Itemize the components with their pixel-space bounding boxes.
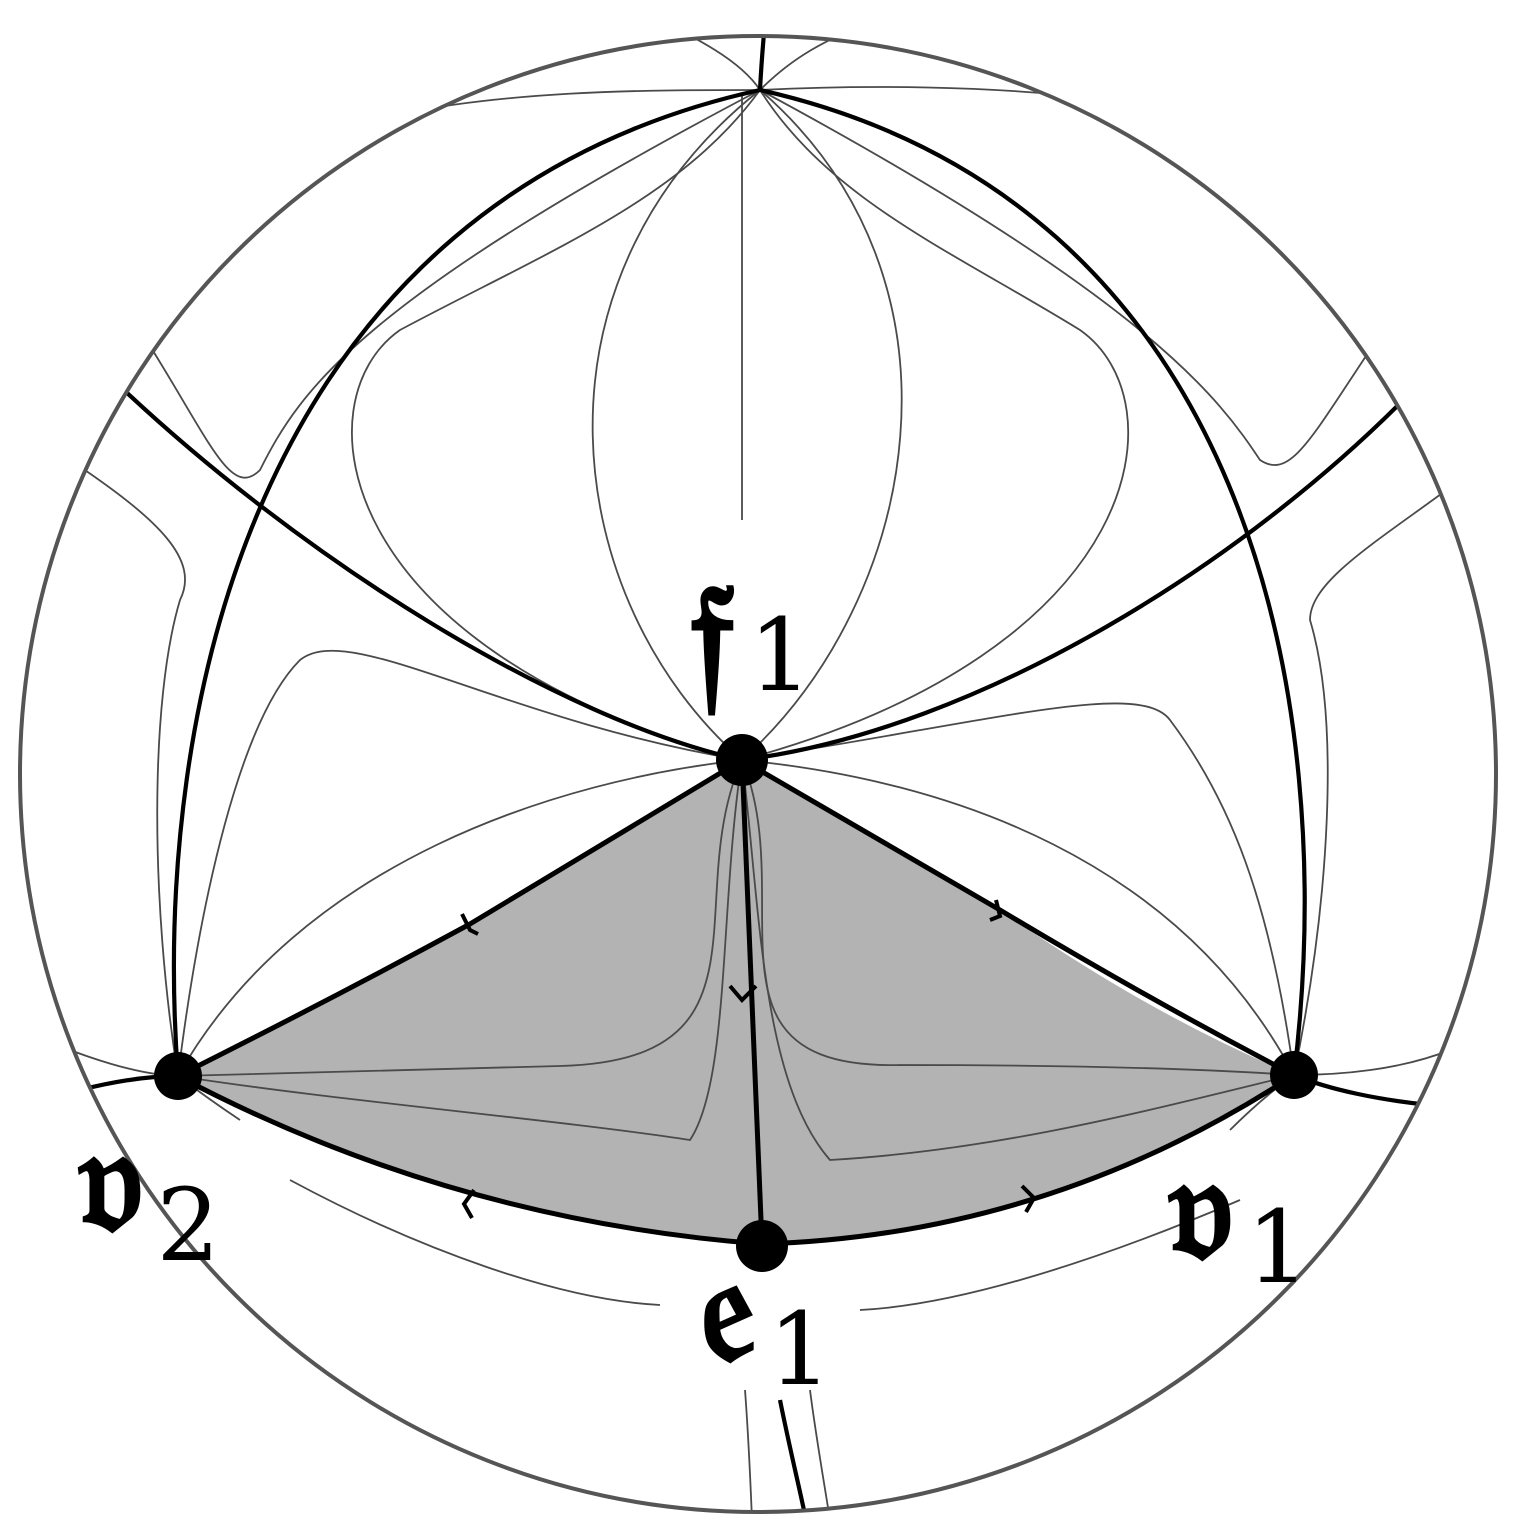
label-f1-sub: 1 [749,597,813,714]
thin-flow-lines [20,36,1461,1512]
arrow-f1-v1 [989,899,1003,922]
label-v2: 𝔳 2 [77,1090,220,1284]
label-f1-main: 𝔣 [690,550,735,726]
vertex-v2 [154,1052,202,1100]
label-v1-sub: 1 [1246,1189,1310,1306]
vertex-v1 [1270,1051,1318,1099]
edge-f1-e1 [739,759,765,1245]
vertex-e1 [736,1220,788,1272]
arrowheads [460,899,1037,1219]
arrow-e1-v2 [461,1188,476,1219]
label-e1-sub: 1 [768,1291,832,1408]
shaded-region [178,760,1294,1244]
label-e1: 𝔢 1 [700,1220,832,1408]
edge-v2-e1 [176,1073,763,1247]
arrow-f1-e1 [728,984,758,1003]
vertex-f1 [716,734,768,786]
edge-e1-v1 [761,1072,1296,1247]
edge-f1-v2 [176,757,744,1079]
thick-arcs [79,36,1431,1512]
vertices [154,734,1318,1272]
label-e1-main: 𝔢 [700,1220,756,1396]
label-v1: 𝔳 1 [1167,1118,1310,1306]
label-f1: 𝔣 1 [690,550,812,726]
label-v1-main: 𝔳 [1167,1118,1234,1294]
arrow-e1-v1 [1020,1184,1037,1213]
boundary-circle [18,34,1498,1514]
arrow-f1-v2 [460,913,479,936]
label-v2-sub: 2 [156,1167,220,1284]
label-v2-main: 𝔳 [77,1090,144,1266]
